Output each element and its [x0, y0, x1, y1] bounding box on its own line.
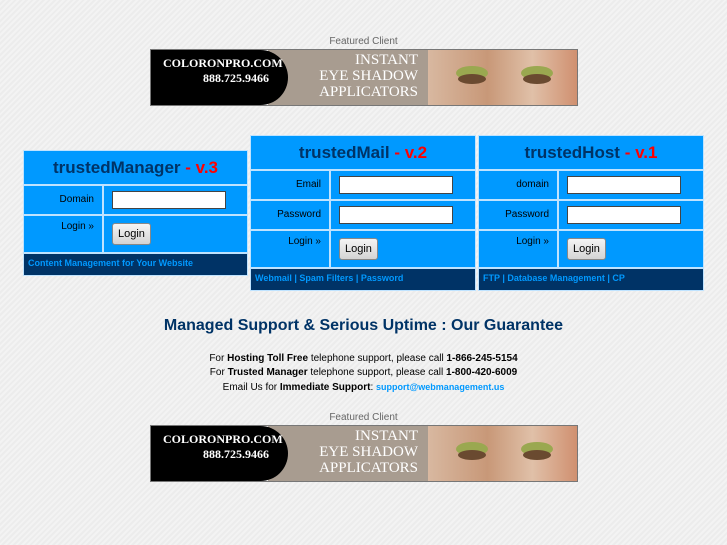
- panel-version: - v.3: [185, 158, 219, 177]
- panel-version: - v.1: [624, 143, 658, 162]
- login-label: Login »: [479, 231, 559, 267]
- panel-title: trustedMail: [298, 143, 390, 162]
- banner-line3: APPLICATORS: [319, 460, 418, 476]
- password-label: Password: [251, 201, 331, 229]
- banner-photo: [428, 50, 577, 105]
- domain-input[interactable]: [112, 191, 226, 209]
- banner-line1: INSTANT: [355, 428, 418, 444]
- banner-photo: [428, 426, 577, 481]
- banner-phone: 888.725.9466: [203, 447, 269, 461]
- panel-version: - v.2: [394, 143, 428, 162]
- login-label: Login »: [24, 216, 104, 252]
- domain-label: Domain: [24, 186, 104, 214]
- banner-line2: EYE SHADOW: [319, 444, 418, 460]
- trusted-manager-panel: trustedManager - v.3 Domain Login » Login…: [23, 150, 248, 276]
- password-input[interactable]: [339, 206, 453, 224]
- banner-site: COLORONPRO.COM: [163, 432, 283, 446]
- panel-footer-links[interactable]: FTP | Database Management | CP: [479, 269, 703, 290]
- password-label: Password: [479, 201, 559, 229]
- hosting-label: Hosting Toll Free: [227, 353, 309, 364]
- panel-footer-links[interactable]: Webmail | Spam Filters | Password: [251, 269, 475, 290]
- login-button[interactable]: Login: [567, 238, 606, 260]
- email-label: Email: [251, 171, 331, 199]
- banner-line3: APPLICATORS: [319, 84, 418, 100]
- trusted-host-panel: trustedHost - v.1 domain Password Login …: [478, 135, 704, 291]
- banner-site: COLORONPRO.COM: [163, 56, 283, 70]
- hosting-phone: 1-866-245-5154: [446, 353, 518, 364]
- banner-phone: 888.725.9466: [203, 71, 269, 85]
- password-input[interactable]: [567, 206, 681, 224]
- featured-client-label: Featured Client: [329, 412, 398, 423]
- banner-line1: INSTANT: [355, 52, 418, 68]
- panel-title: trustedHost: [524, 143, 620, 162]
- support-email-link[interactable]: support@webmanagement.us: [376, 382, 505, 392]
- manager-label: Trusted Manager: [227, 367, 308, 378]
- domain-label: domain: [479, 171, 559, 199]
- manager-phone: 1-800-420-6009: [446, 367, 518, 378]
- trusted-mail-panel: trustedMail - v.2 Email Password Login »…: [250, 135, 476, 291]
- guarantee-heading: Managed Support & Serious Uptime : Our G…: [163, 317, 564, 334]
- immediate-support-label: Immediate Support: [279, 382, 371, 393]
- banner-line2: EYE SHADOW: [319, 68, 418, 84]
- featured-client-label: Featured Client: [329, 36, 398, 47]
- panel-footer-link[interactable]: Content Management for Your Website: [24, 254, 247, 275]
- email-input[interactable]: [339, 176, 453, 194]
- panel-title: trustedManager: [52, 158, 181, 177]
- support-info: For Hosting Toll Free telephone support,…: [209, 353, 518, 393]
- login-button[interactable]: Login: [112, 223, 151, 245]
- login-label: Login »: [251, 231, 331, 267]
- login-button[interactable]: Login: [339, 238, 378, 260]
- domain-input[interactable]: [567, 176, 681, 194]
